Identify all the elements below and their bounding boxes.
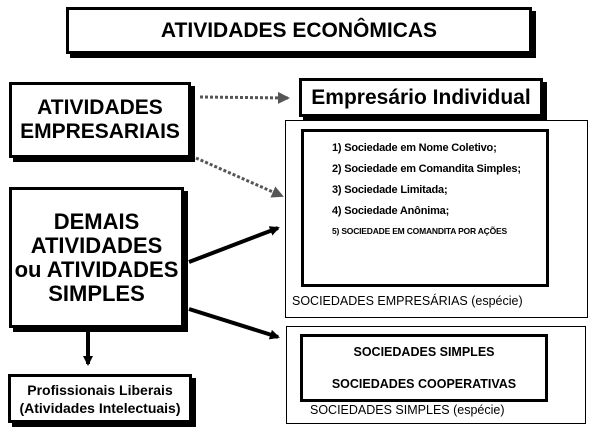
sociedades-empresarias-caption: SOCIEDADES EMPRESÁRIAS (espécie) (292, 294, 523, 308)
sociedades-simples-item-2: SOCIEDADES COOPERATIVAS (331, 377, 517, 391)
diagram-title: ATIVIDADES ECONÔMICAS (66, 7, 532, 54)
sociedade-item-4: 4) Sociedade Anônima; (332, 205, 450, 217)
sociedades-simples-item-1: SOCIEDADES SIMPLES (353, 345, 495, 359)
sociedade-item-1: 1) Sociedade em Nome Coletivo; (332, 142, 497, 154)
sociedades-simples-list: SOCIEDADES SIMPLES SOCIEDADES COOPERATIV… (300, 334, 548, 402)
demais-atividades-line1: DEMAIS (53, 208, 140, 234)
atividades-empresariais-line1: ATIVIDADES (37, 96, 163, 119)
arrow-demais-to-sociedades-simples (188, 307, 280, 340)
profissionais-liberais-line2: (Atividades Intelectuais) (19, 399, 181, 416)
demais-atividades-line3: ou ATIVIDADES (14, 256, 179, 282)
atividades-empresariais-line2: EMPRESARIAIS (20, 120, 180, 143)
profissionais-liberais-box: Profissionais Liberais (Atividades Intel… (8, 374, 192, 423)
arrow-demais-to-sociedades-empresarias (188, 226, 280, 264)
sociedade-item-3: 3) Sociedade Limitada; (332, 184, 448, 196)
profissionais-liberais-line1: Profissionais Liberais (27, 381, 173, 398)
sociedades-simples-caption: SOCIEDADES SIMPLES (espécie) (310, 403, 505, 417)
demais-atividades-line2: ATIVIDADES (30, 232, 163, 258)
demais-atividades-box: DEMAIS ATIVIDADES ou ATIVIDADES SIMPLES (9, 187, 184, 328)
atividades-empresariais-box: ATIVIDADES EMPRESARIAIS (9, 82, 191, 158)
empresario-individual-text: Empresário Individual (311, 85, 531, 109)
arrow-empresariais-to-empresario (199, 91, 290, 104)
sociedade-item-2: 2) Sociedade em Comandita Simples; (332, 163, 521, 175)
sociedade-item-5: 5) SOCIEDADE EM COMANDITA POR AÇÕES (332, 226, 507, 236)
title-text: ATIVIDADES ECONÔMICAS (160, 18, 438, 42)
arrow-empresariais-to-sociedades-empresarias (195, 156, 284, 198)
sociedades-empresarias-list: 1) Sociedade em Nome Coletivo; 2) Socied… (301, 129, 549, 287)
demais-atividades-line4: SIMPLES (48, 280, 145, 306)
empresario-individual-box: Empresário Individual (299, 78, 543, 117)
